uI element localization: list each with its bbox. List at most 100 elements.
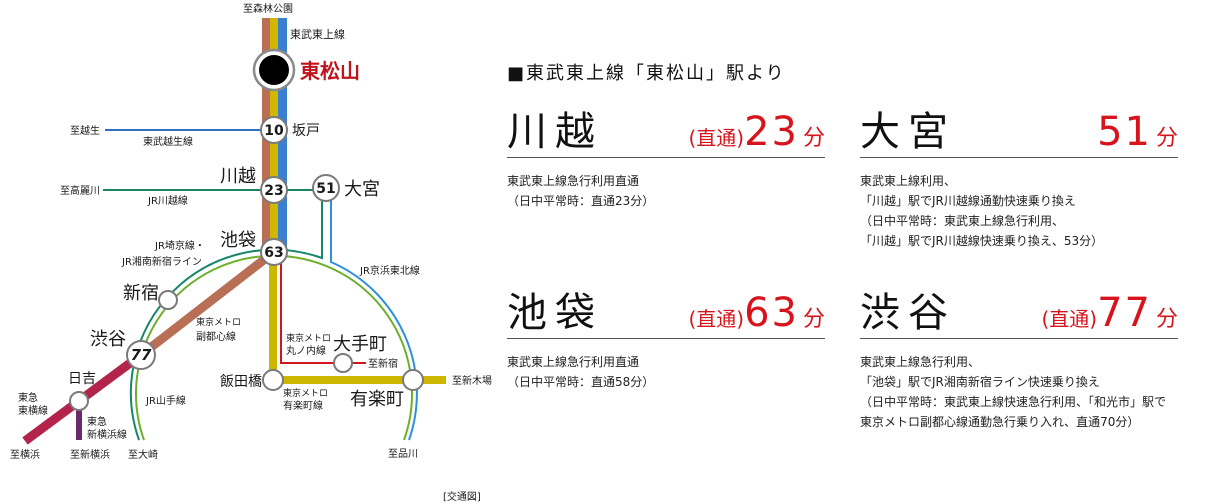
route-details: 東武東上線急行利用、 「池袋」駅でJR湘南新宿ライン快速乗り換え （日中平常時：… (860, 352, 1178, 432)
station-iidabashi (262, 369, 284, 391)
destination-name: 大宮 (860, 109, 956, 155)
route-detail-line: （日中平常時：直通23分） (507, 194, 655, 208)
direct-badge: (直通) (1041, 307, 1098, 331)
label-tobu-tojo-line: 東武東上線 (290, 27, 345, 41)
minutes-unit: 分 (1155, 307, 1178, 332)
route-details: 東武東上線利用、 「川越」駅でJR川越線通勤快速乗り換え （日中平常時：東武東上… (860, 171, 1178, 251)
sakado-minutes: 10 (264, 123, 284, 139)
station-otemachi (333, 353, 353, 373)
station-sakado: 10 (260, 116, 288, 144)
destination-name: 池袋 (507, 290, 603, 336)
fukutoshin-line (138, 248, 277, 359)
label-tokyu-shin-yokohama-1: 東急 (87, 415, 107, 428)
destination-card-shibuya: 渋谷 (直通) 77 分 東武東上線急行利用、 「池袋」駅でJR湘南新宿ライン快… (860, 289, 1178, 432)
jr-keihin-tohoku-line (330, 200, 418, 441)
label-to-shinjuku: 至新宿 (368, 357, 398, 370)
label-ikebukuro: 池袋 (220, 230, 256, 251)
destination-heading: 大宮 51 分 (860, 108, 1178, 158)
label-hiyoshi: 日吉 (68, 371, 96, 387)
origin-dot-icon (259, 55, 289, 85)
label-kawagoe: 川越 (220, 166, 256, 187)
label-jr-saikyo-line: JR埼京線・ (154, 239, 205, 252)
destination-heading: 渋谷 (直通) 77 分 (860, 289, 1178, 339)
label-jr-kawagoe-line: JR川越線 (147, 194, 188, 207)
label-tokyu-toyoko-2: 東横線 (18, 404, 48, 417)
label-shibuya: 渋谷 (90, 329, 126, 350)
station-shinjuku (158, 290, 178, 310)
station-yurakucho (402, 369, 424, 391)
route-detail-line: 「川越」駅でJR川越線通勤快速乗り換え (860, 194, 1076, 208)
route-detail-line: （日中平常時：直通58分） (507, 375, 655, 389)
route-detail-line: 東武東上線利用、 (860, 174, 957, 188)
destination-card-omiya: 大宮 51 分 東武東上線利用、 「川越」駅でJR川越線通勤快速乗り換え （日中… (860, 108, 1178, 251)
omiya-minutes: 51 (316, 181, 335, 197)
route-details: 東武東上線急行利用直通 （日中平常時：直通23分） (507, 171, 825, 211)
ikebukuro-minutes: 63 (264, 245, 283, 261)
label-jr-yamanote-line: JR山手線 (145, 394, 186, 407)
label-sakado: 坂戸 (292, 123, 320, 139)
label-tokyo-metro-marunouchi: 東京メトロ (286, 332, 331, 344)
route-detail-line: 東武東上線急行利用直通 (507, 174, 640, 188)
travel-minutes: 23 (744, 109, 799, 155)
route-details: 東武東上線急行利用直通 （日中平常時：直通58分） (507, 352, 825, 392)
label-higashi-matsuyama: 東松山 (300, 59, 360, 83)
route-detail-line: 「川越」駅でJR川越線快速乗り換え、53分） (860, 234, 1104, 248)
label-fukutoshin-line: 副都心線 (196, 330, 236, 343)
destination-card-ikebukuro: 池袋 (直通) 63 分 東武東上線急行利用直通 （日中平常時：直通58分） (507, 289, 825, 392)
minutes-unit: 分 (1155, 126, 1178, 151)
label-jr-shonan-shinjuku-line: JR湘南新宿ライン (121, 255, 202, 268)
destination-heading: 川越 (直通) 23 分 (507, 108, 825, 158)
kawagoe-minutes: 23 (264, 183, 283, 199)
travel-minutes: 63 (744, 290, 799, 336)
route-detail-line: 東京メトロ副都心線通勤急行乗り入れ、直通70分） (860, 415, 1140, 429)
shibuya-minutes: 77 (131, 346, 152, 364)
minutes-unit: 分 (802, 126, 825, 151)
label-iidabashi: 飯田橋 (220, 373, 262, 390)
label-to-komagawa: 至高麗川 (60, 184, 100, 197)
map-caption: [交通図] (443, 490, 481, 503)
label-tokyu-shin-yokohama-2: 新横浜線 (87, 428, 127, 441)
label-marunouchi-line: 丸ノ内線 (286, 344, 326, 357)
route-map: 10 23 51 63 77 至森林公園 東武東上線 東松山 坂戸 至越生 東武… (10, 2, 492, 503)
travel-minutes: 77 (1097, 290, 1152, 336)
destination-name: 渋谷 (860, 290, 956, 336)
destination-heading: 池袋 (直通) 63 分 (507, 289, 825, 339)
label-omiya: 大宮 (344, 179, 380, 200)
destination-name: 川越 (507, 109, 603, 155)
label-tokyo-metro-yurakucho: 東京メトロ (283, 387, 328, 399)
travel-minutes: 51 (1097, 109, 1152, 155)
station-ikebukuro: 63 (260, 238, 288, 266)
label-to-yokohama: 至横浜 (10, 448, 40, 461)
label-to-shin-yokohama: 至新横浜 (70, 448, 110, 461)
route-detail-line: （日中平常時：東武東上線快速急行利用、「和光市」駅で (860, 395, 1167, 409)
travel-time: (直通) 63 分 (688, 293, 825, 333)
label-tokyo-metro-fukutoshin: 東京メトロ (196, 316, 241, 328)
label-tokyu-toyoko-1: 東急 (18, 391, 38, 404)
direct-badge: (直通) (688, 126, 745, 150)
label-yurakucho: 有楽町 (350, 389, 404, 410)
station-hiyoshi (69, 391, 89, 411)
route-detail-line: 東武東上線急行利用、 (860, 355, 981, 369)
travel-time: 51 分 (1097, 112, 1178, 152)
label-to-shinrin-koen: 至森林公園 (243, 2, 293, 15)
label-to-shinagawa: 至品川 (388, 448, 418, 460)
label-yurakucho-line: 有楽町線 (283, 399, 323, 412)
label-to-shin-kiba: 至新木場 (452, 374, 492, 387)
station-higashi-matsuyama (252, 48, 296, 92)
minutes-unit: 分 (802, 307, 825, 332)
label-to-ogose: 至越生 (70, 124, 100, 137)
label-otemachi: 大手町 (333, 334, 387, 355)
station-shibuya: 77 (126, 340, 156, 370)
route-detail-line: 東武東上線急行利用直通 (507, 355, 640, 369)
destination-card-kawagoe: 川越 (直通) 23 分 東武東上線急行利用直通 （日中平常時：直通23分） (507, 108, 825, 211)
label-to-osaki: 至大崎 (128, 448, 158, 461)
route-detail-line: 「池袋」駅でJR湘南新宿ライン快速乗り換え (860, 375, 1100, 389)
station-omiya: 51 (312, 174, 340, 202)
direct-badge: (直通) (688, 307, 745, 331)
route-detail-line: （日中平常時：東武東上線急行利用、 (860, 214, 1065, 228)
panel-title: ■東武東上線「東松山」駅より (507, 63, 786, 84)
travel-time: (直通) 23 分 (688, 112, 825, 152)
label-shinjuku: 新宿 (123, 283, 159, 304)
label-tobu-ogose-line: 東武越生線 (143, 135, 193, 148)
travel-time: (直通) 77 分 (1041, 293, 1178, 333)
